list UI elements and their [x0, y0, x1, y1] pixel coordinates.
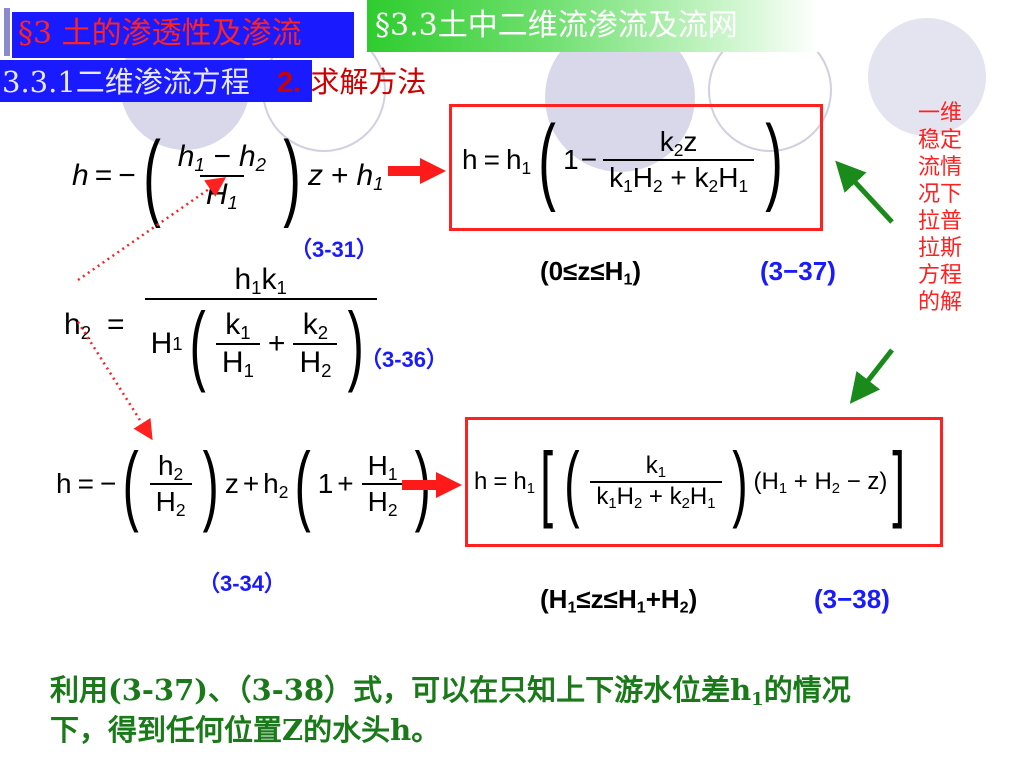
- side-note-line: 拉斯: [917, 236, 962, 261]
- section-tab-text: §3 土的渗透性及渗流: [12, 12, 354, 58]
- green-arrow-bottom: [849, 348, 894, 404]
- result-box-3-37: [449, 104, 823, 231]
- side-note-line: 方程: [917, 263, 962, 288]
- conclusion-line-1: 利用(3-37)、（3-38）式，可以在只知上下游水位差h1的情况: [50, 673, 851, 711]
- eq36-label: （3-36）: [360, 347, 449, 372]
- side-note-line: 稳定: [917, 128, 962, 153]
- side-note-line: 的解: [917, 290, 962, 315]
- result-box-3-38: [465, 417, 943, 547]
- method-number: 2.: [277, 67, 302, 99]
- eq38-condition: (H1≤z≤H1+H2): [540, 584, 698, 617]
- side-note-line: 况下: [917, 182, 962, 207]
- eq38-tag: (3−38): [814, 584, 890, 614]
- side-note-line: 拉普: [917, 209, 962, 234]
- side-note: 一维 稳定 流情 况下 拉普 拉斯 方程 的解: [900, 100, 980, 316]
- conclusion-line-2: 下，得到任何位置Z的水头h。: [50, 713, 441, 747]
- subsection-bar: [0, 60, 312, 102]
- subsection-text: 3.3.1二维渗流方程: [2, 65, 250, 99]
- eq31-label: （3-31）: [290, 237, 379, 262]
- method-text: 求解方法: [310, 65, 427, 99]
- side-note-line: 流情: [917, 155, 962, 180]
- dotted-arrow-up: [77, 177, 227, 282]
- block-arrow-top: [388, 158, 446, 184]
- conclusion: 利用(3-37)、（3-38）式，可以在只知上下游水位差h1的情况 下，得到任何…: [50, 670, 990, 750]
- dotted-arrow-down: [76, 321, 153, 441]
- green-arrow-top: [835, 160, 894, 224]
- section-tab-accent: [4, 8, 10, 56]
- topic-tab: §3.3土中二维流渗流及流网: [367, 0, 819, 52]
- block-arrow-bottom: [402, 472, 462, 498]
- subsection-title: 3.3.1二维渗流方程 2. 求解方法: [2, 62, 426, 103]
- decor-circle-3: [868, 18, 986, 136]
- section-tab: §3 土的渗透性及渗流: [0, 6, 367, 58]
- eq37-condition: (0≤z≤H1): [540, 256, 642, 289]
- eq37-tag: (3−37): [760, 256, 836, 286]
- eq34-label: （3-34）: [198, 571, 287, 596]
- side-note-line: 一维: [917, 101, 962, 126]
